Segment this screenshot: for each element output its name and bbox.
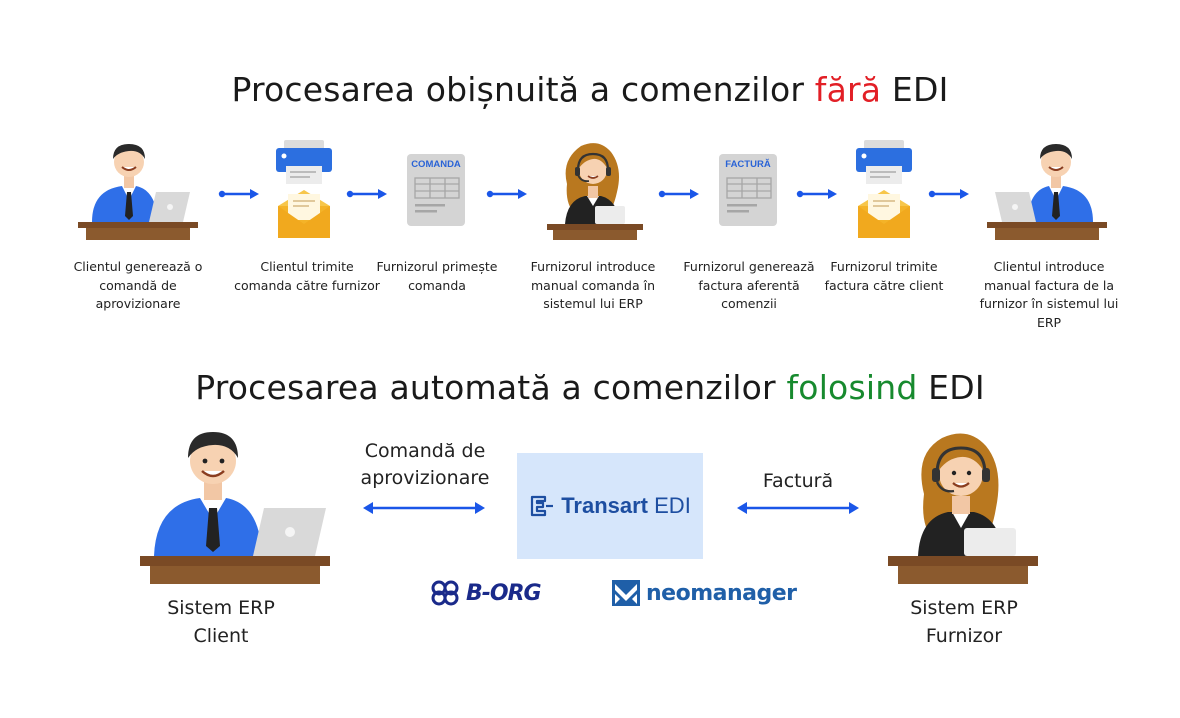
order-document-icon: COMANDA	[407, 154, 465, 226]
manual-title-highlight: fără	[814, 70, 882, 109]
client-erp-illustration	[140, 428, 330, 592]
order-label: Comandă de aprovizionare	[350, 438, 500, 492]
invoice-doc-title: FACTURĂ	[725, 159, 771, 170]
client-erp-label-line2: Client	[193, 625, 249, 647]
invoice-exchange-arrow	[737, 502, 859, 514]
neomanager-logo-text: neomanager	[646, 580, 797, 606]
auto-title-prefix: Procesarea automată a comenzilor	[195, 368, 787, 407]
flow-arrow-3	[486, 189, 527, 199]
order-label-line2: aprovizionare	[360, 467, 490, 489]
transart-edi-brand: Transart EDI	[561, 493, 691, 519]
supplier-headset-icon	[547, 143, 643, 240]
order-exchange-arrow	[363, 502, 485, 514]
automated-process-title: Procesarea automată a comenzilor folosin…	[0, 368, 1180, 407]
client-laptop-icon	[987, 144, 1107, 240]
step-6-label: Furnizorul trimite factura către client	[824, 259, 944, 293]
step-5-illustration: FACTURĂ	[717, 152, 781, 232]
flow-arrow-2	[346, 189, 387, 199]
manual-title-suffix: EDI	[881, 70, 949, 109]
supplier-erp-illustration	[888, 428, 1038, 592]
supplier-headset-icon	[888, 433, 1038, 584]
step-7-label: Clientul introduce manual factura de la …	[979, 259, 1119, 330]
manual-title-prefix: Procesarea obișnuită a comenzilor	[231, 70, 815, 109]
step-2-label: Clientul trimite comanda către furnizor	[234, 259, 380, 293]
step-5-label: Furnizorul generează factura aferentă co…	[683, 259, 815, 311]
invoice-label: Factură	[762, 470, 834, 492]
edi-brand-rest: EDI	[648, 493, 691, 518]
printer-envelope-icon	[856, 140, 912, 238]
step-3-label: Furnizorul primește comanda	[376, 259, 498, 293]
flow-arrow-4	[658, 189, 699, 199]
step-1-label: Clientul generează o comandă de aprovizi…	[73, 259, 203, 311]
edi-brand-bold: Transart	[561, 493, 649, 518]
invoice-document-icon: FACTURĂ	[719, 154, 777, 226]
auto-title-highlight: folosind	[786, 368, 918, 407]
manual-process-title: Procesarea obișnuită a comenzilor fără E…	[0, 70, 1180, 109]
auto-title-suffix: EDI	[917, 368, 985, 407]
client-erp-label-line1: Sistem ERP	[167, 597, 275, 619]
step-2-illustration	[272, 140, 336, 244]
supplier-erp-label: Sistem ERP Furnizor	[884, 594, 1044, 650]
supplier-erp-label-line1: Sistem ERP	[910, 597, 1018, 619]
neomanager-logo: neomanager	[612, 580, 797, 606]
flow-arrow-5	[796, 189, 837, 199]
flow-arrow-6	[928, 189, 969, 199]
client-erp-label: Sistem ERP Client	[141, 594, 301, 650]
order-label-line1: Comandă de	[364, 440, 486, 462]
step-4-label: Furnizorul introduce manual comanda în s…	[530, 259, 656, 311]
neomanager-logo-icon	[612, 580, 640, 606]
step-7-illustration	[987, 140, 1107, 244]
client-laptop-icon	[78, 144, 198, 240]
flow-arrow-1	[218, 189, 259, 199]
step-3-illustration: COMANDA	[405, 152, 469, 232]
order-doc-title: COMANDA	[411, 159, 461, 170]
borg-logo: B-ORG	[430, 580, 542, 606]
client-laptop-icon	[140, 432, 330, 584]
transart-edi-box: Transart EDI	[517, 453, 703, 559]
printer-envelope-icon	[276, 140, 332, 238]
transart-logo-icon	[531, 495, 554, 517]
borg-logo-text: B-ORG	[466, 580, 542, 606]
step-1-illustration	[78, 140, 198, 244]
borg-logo-icon	[431, 580, 459, 606]
supplier-erp-label-line2: Furnizor	[925, 625, 1003, 647]
step-4-illustration	[547, 140, 643, 244]
step-6-illustration	[852, 140, 916, 244]
